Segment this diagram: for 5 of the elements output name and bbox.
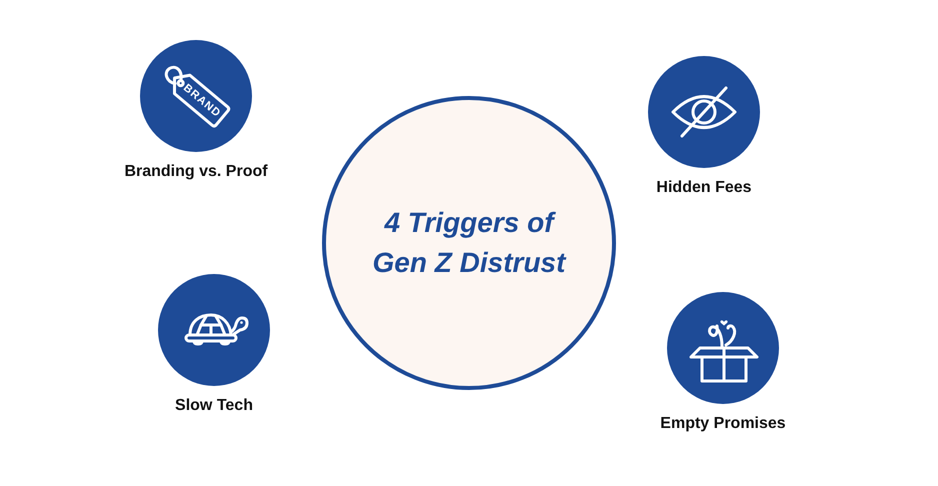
hub-heading: 4 Triggers of Gen Z Distrust	[372, 206, 568, 280]
trigger-label: Empty Promises	[660, 414, 786, 434]
trigger-label: Slow Tech	[175, 396, 253, 416]
trigger-label: Hidden Fees	[656, 178, 752, 198]
trigger-label: Branding vs. Proof	[124, 162, 268, 182]
